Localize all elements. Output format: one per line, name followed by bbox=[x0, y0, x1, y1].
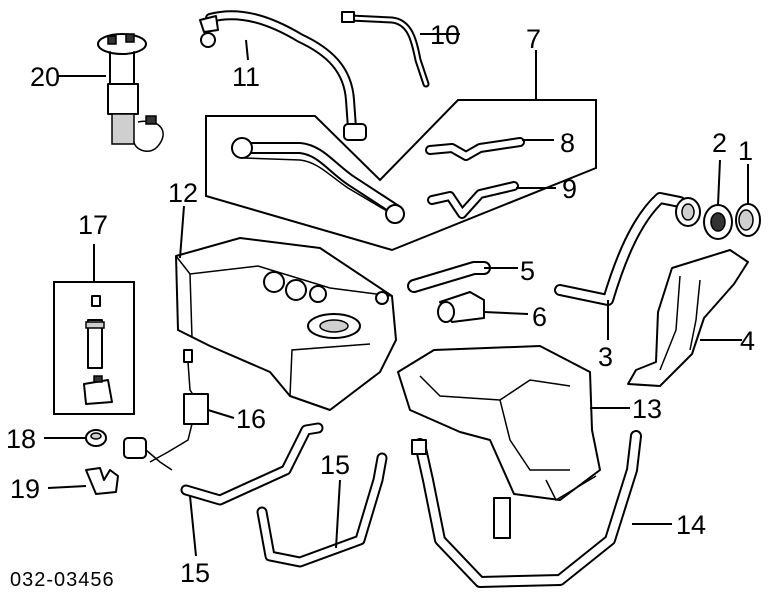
breather-tube bbox=[341, 11, 430, 88]
label-part-13: 13 bbox=[632, 394, 662, 424]
label-part-19: 19 bbox=[10, 474, 40, 504]
fuel-tank bbox=[175, 237, 397, 411]
kit-box-7 bbox=[205, 99, 597, 252]
label-part-9: 9 bbox=[562, 174, 577, 204]
label-part-17: 17 bbox=[78, 210, 108, 240]
filler-neck-ring bbox=[703, 204, 733, 240]
label-part-12: 12 bbox=[168, 178, 198, 208]
label-part-10: 10 bbox=[430, 20, 460, 50]
kit-box-17 bbox=[53, 281, 135, 415]
clip bbox=[85, 467, 119, 495]
label-part-6: 6 bbox=[532, 302, 547, 332]
label-part-18: 18 bbox=[6, 424, 36, 454]
label-part-15-left: 15 bbox=[180, 558, 210, 588]
label-part-3: 3 bbox=[598, 342, 613, 372]
drawing-code: 032-03456 bbox=[10, 569, 115, 591]
tank-strap-15a bbox=[180, 422, 324, 506]
tank-strap-15b bbox=[256, 452, 388, 568]
clamp-6 bbox=[437, 291, 485, 323]
tank-skid-plate bbox=[397, 345, 601, 502]
filler-pipe-shield bbox=[627, 249, 749, 387]
label-part-2: 2 bbox=[712, 128, 727, 158]
label-part-4: 4 bbox=[740, 326, 755, 356]
filler-pipe bbox=[554, 192, 701, 306]
label-part-20: 20 bbox=[30, 62, 60, 92]
grommet bbox=[85, 429, 107, 447]
sender-harness bbox=[123, 349, 209, 471]
fuel-pump-module bbox=[97, 33, 164, 152]
label-part-5: 5 bbox=[520, 256, 535, 286]
part-number-labels: 20 11 10 7 8 9 12 5 6 3 4 2 1 13 14 16 1… bbox=[6, 20, 755, 588]
label-part-15-right: 15 bbox=[320, 450, 350, 480]
label-part-11: 11 bbox=[232, 62, 260, 92]
fuel-hose-5 bbox=[407, 261, 491, 293]
label-part-7: 7 bbox=[526, 24, 541, 54]
tank-strap-large bbox=[411, 430, 642, 588]
fuel-cap bbox=[735, 203, 761, 237]
label-part-1: 1 bbox=[738, 136, 753, 166]
vapor-hose-assembly bbox=[199, 10, 367, 141]
label-part-8: 8 bbox=[560, 128, 575, 158]
label-part-14: 14 bbox=[676, 510, 706, 540]
leader-lines bbox=[44, 33, 749, 557]
label-part-16: 16 bbox=[236, 404, 266, 434]
